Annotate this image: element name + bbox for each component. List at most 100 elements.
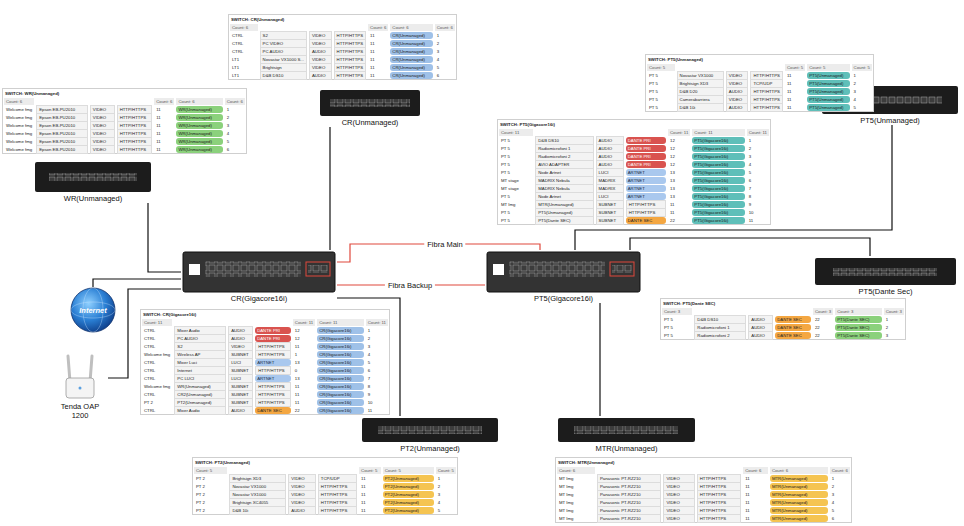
table-cell: 2 (435, 40, 455, 47)
globe-parallel (71, 302, 115, 318)
sfp-frame (306, 262, 330, 276)
port-table: SWITCH: CR(Gigacore16i)Count: 11Count: 1… (140, 309, 390, 415)
table-cell: DANTE SEC (775, 316, 811, 323)
table-cell: 11 (785, 72, 805, 79)
table-cell: PT 2 (194, 499, 227, 506)
table-cell: D&B DS10 (260, 71, 307, 80)
device-label: PT2(Unmanaged) (360, 444, 500, 453)
table-cell: PT5(Gigacore16i) (692, 145, 744, 152)
table-cell: PT5(Dante SEC) (535, 216, 593, 225)
table-cell: LT1 (230, 64, 258, 71)
table-cell: Epson EB-PU2010 (36, 145, 88, 154)
table-cell: PT 5 (499, 169, 533, 176)
table-count: Count: 5 (852, 64, 872, 71)
table-cell: MTR(Unmanaged) (770, 507, 828, 514)
table-count: Count: 5 (785, 64, 805, 71)
table-cell: 1 (225, 106, 245, 113)
table-cell: 2 (852, 80, 872, 87)
table-cell: 3 (366, 343, 388, 350)
table-cell: CTRL (142, 343, 172, 350)
table-count: Count: 6 (770, 467, 828, 474)
table-cell: 5 (830, 507, 850, 514)
table-cell: MTR(Unmanaged) (770, 515, 828, 522)
table-cell: CTRL (142, 407, 172, 414)
table-cell: MT Img (557, 483, 595, 490)
table-cell: 11 (293, 343, 315, 350)
table-cell: 11 (154, 106, 174, 113)
table-cell: VIDEO (90, 145, 115, 154)
table-cell: PT2(Unmanaged) (383, 483, 434, 490)
table-count: Count: 6 (830, 467, 850, 474)
table-cell: PT 5 (647, 104, 675, 111)
table-cell: HTTP/HTTPS (255, 350, 291, 359)
table-cell: DANTE SEC (255, 407, 291, 414)
table-cell: 1 (436, 475, 456, 482)
table-cell: CR(Gigacore16i) (317, 335, 364, 342)
table-cell: HTTP/HTTPS (318, 506, 357, 515)
table-cell: PT5(Gigacore16i) (692, 137, 744, 144)
table-cell: MT Img (499, 201, 533, 208)
switch-body (487, 252, 640, 292)
table-cell: 11 (154, 138, 174, 145)
table-count: Count: 3 (662, 308, 692, 315)
table-cell: 11 (154, 122, 174, 129)
table-count: Count: 6 (557, 467, 595, 474)
table-cell: WR(Unmanaged) (176, 122, 222, 129)
table-cell: 12 (668, 145, 690, 152)
table-cell: 11 (743, 507, 768, 514)
switch-ports (49, 173, 137, 181)
table-cell: 7 (366, 375, 388, 382)
table-count: Count: 11 (499, 129, 533, 136)
table-cell: 11 (368, 64, 388, 71)
table-cell: CTRL (230, 40, 258, 47)
table-title: SWITCH: CR(Unmanaged) (229, 16, 456, 23)
table-cell: PT 2 (194, 491, 227, 498)
table-cell: 1 (293, 351, 315, 358)
table-cell: 1 (366, 327, 388, 334)
table-cell: D&B 10i (229, 506, 286, 515)
table-title: SWITCH: PT2(Unmanaged) (193, 459, 457, 466)
table-cell: MT Img (557, 475, 595, 482)
switch-ports (330, 99, 410, 107)
table-count: Count: 11 (317, 319, 364, 326)
table-cell: 5 (747, 169, 769, 176)
table-cell: CR(Gigacore16i) (317, 391, 364, 398)
table-cell: 1 (852, 72, 872, 79)
unmanaged-switch (815, 258, 956, 285)
table-cell: DANTE PRI (626, 145, 666, 152)
table-cell: DANTE PRI (626, 137, 666, 144)
table-count: Count: 11 (366, 319, 388, 326)
table-cell: 12 (293, 335, 315, 342)
table-cell: AUDIO (726, 103, 749, 112)
table-cell: PT 5 (499, 137, 533, 144)
table-cell: PT2(Unmanaged) (383, 507, 434, 514)
table-cell: 5 (436, 507, 456, 514)
table-count: Count: 11 (747, 129, 769, 136)
table-cell: CR(Gigacore16i) (317, 407, 364, 414)
switch-device: PT2(Unmanaged) (360, 416, 500, 453)
table-cell: PT2(Unmanaged) (383, 491, 434, 498)
table-title: SWITCH: PT5(Gigacore16i) (498, 121, 770, 128)
table-cell: PT 2 (194, 507, 227, 514)
table-cell: 12 (668, 137, 690, 144)
table-cell: MT Img (557, 491, 595, 498)
table-cell: PT2(Unmanaged) (383, 499, 434, 506)
table-cell: 4 (435, 56, 455, 63)
table-cell: DANTE PRI (626, 153, 666, 160)
table-cell: CR(Unmanaged) (390, 56, 432, 63)
table-count: Count: 5 (807, 64, 849, 71)
table-count: Count: 6 (390, 24, 432, 31)
table-cell: 2 (830, 483, 850, 490)
table-cell: WR(Unmanaged) (176, 146, 222, 153)
table-cell: 3 (435, 48, 455, 55)
table-cell: ARTNET (626, 169, 666, 176)
table-cell: 3 (884, 332, 904, 339)
table-cell: MTR(Unmanaged) (770, 499, 828, 506)
table-cell: 6 (830, 515, 850, 522)
table-cell: CR(Unmanaged) (390, 40, 432, 47)
table-cell: Welcome fmg (4, 146, 34, 153)
table-cell: AUDIO (288, 506, 315, 515)
table-cell: 1 (884, 316, 904, 323)
switch-body (183, 252, 335, 292)
table-cell: PT5(Gigacore16i) (692, 201, 744, 208)
